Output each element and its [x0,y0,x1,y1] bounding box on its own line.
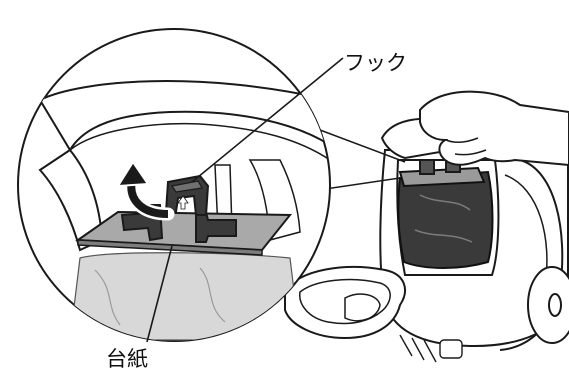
hand [419,90,569,167]
compartment-rim-inner [69,122,330,161]
removed-tray-cup [344,293,381,322]
base-paper-plate-edge [77,239,263,256]
hook-top-highlight [170,180,203,193]
hook-label: フック [344,51,407,75]
dust-bag-crease [414,194,473,243]
magnified-dust-bag-fold [94,267,226,326]
compartment-wall-right [248,159,301,241]
bag-base-paper [398,166,486,188]
magnified-view [17,28,331,342]
vacuum-wheel-hub [548,293,562,317]
leader-lines [146,57,344,343]
vacuum-cleaner [284,90,569,363]
hand-finger-lines [445,137,487,156]
up-arrow-marker [177,195,189,210]
vacuum-grille [399,334,463,363]
compartment-wall-left [38,148,104,252]
bag-hook-part [419,159,435,175]
pull-arrow-icon [116,160,175,221]
hook-leader-line [191,57,344,183]
magnified-dust-bag [69,252,301,341]
compartment-rim [38,80,330,152]
base-paper-leader-line [146,245,173,343]
base-paper-label: 台紙 [106,347,148,371]
